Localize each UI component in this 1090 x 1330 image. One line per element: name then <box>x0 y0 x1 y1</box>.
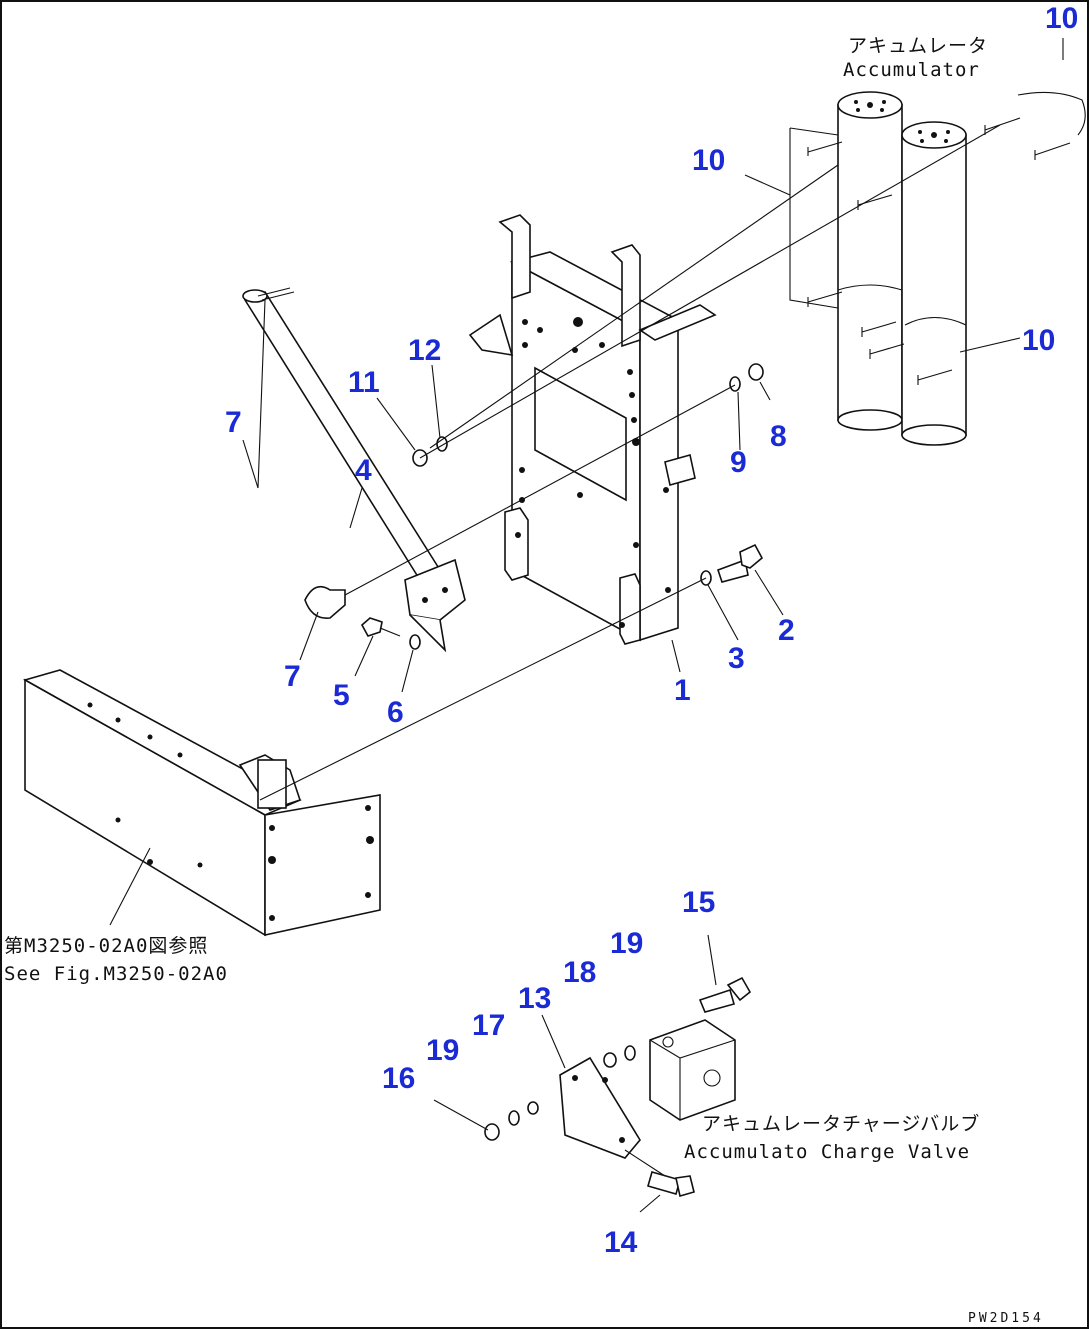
callout-7-bottom: 7 <box>284 660 301 693</box>
callout-10-left: 10 <box>692 144 725 177</box>
fasteners <box>412 363 764 586</box>
callout-6: 6 <box>387 696 404 729</box>
see-figure-label-en: See Fig.M3250-02A0 <box>4 963 228 985</box>
lower-frame <box>22 669 381 937</box>
see-figure-label-jp: 第M3250-02A0図参照 <box>4 935 208 957</box>
charge-valve-label-en: Accumulato Charge Valve <box>684 1141 970 1163</box>
callout-17: 17 <box>472 1009 505 1042</box>
callout-1: 1 <box>674 674 691 707</box>
callout-15: 15 <box>682 886 715 919</box>
stay-tube <box>242 287 466 653</box>
callout-13: 13 <box>518 982 551 1015</box>
callout-9: 9 <box>730 446 747 479</box>
charge-valve-assembly <box>484 976 752 1198</box>
leader-lines <box>109 38 1064 1213</box>
accumulator-assembly <box>789 91 1086 446</box>
callout-10-right: 10 <box>1022 324 1055 357</box>
callout-3: 3 <box>728 642 745 675</box>
callout-19-right: 19 <box>610 927 643 960</box>
callout-12: 12 <box>408 334 441 367</box>
callout-8: 8 <box>770 420 787 453</box>
callout-19-left: 19 <box>426 1034 459 1067</box>
callout-7-top: 7 <box>225 406 242 439</box>
callout-16: 16 <box>382 1062 415 1095</box>
charge-valve-label-jp: アキュムレータチャージバルブ <box>702 1112 980 1135</box>
accumulator-label-en: Accumulator <box>843 59 980 81</box>
drawing-code: PW2D154 <box>968 1311 1044 1326</box>
callout-14: 14 <box>604 1226 638 1259</box>
main-frame-bracket <box>468 214 717 645</box>
callout-18: 18 <box>563 956 596 989</box>
callout-5: 5 <box>333 679 350 712</box>
callout-11: 11 <box>348 366 380 399</box>
callout-4: 4 <box>355 454 372 487</box>
callouts: 1 2 3 4 5 6 7 7 8 9 10 10 10 11 12 13 14… <box>225 2 1078 1259</box>
accumulator-label-jp: アキュムレータ <box>848 35 988 57</box>
callout-10-top-right: 10 <box>1045 2 1078 35</box>
callout-2: 2 <box>778 614 795 647</box>
